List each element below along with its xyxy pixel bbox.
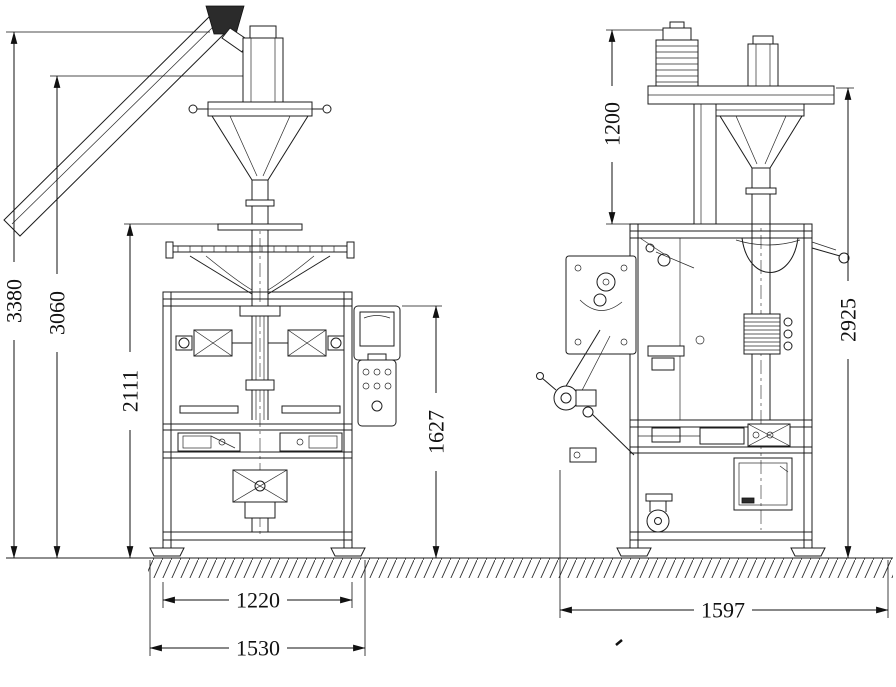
dim-overall-depth-1597: 1597	[559, 470, 889, 623]
dim-label-1200: 1200	[600, 102, 625, 146]
dim-label-1220: 1220	[236, 588, 280, 613]
mid-cabinet-doors	[177, 432, 343, 452]
machine-frame-side	[629, 223, 813, 541]
dim-frame-height-2111: 2111	[118, 223, 218, 559]
control-panel	[353, 305, 401, 427]
dim-panel-height-1627: 1627	[402, 305, 449, 559]
dim-label-2111: 2111	[118, 370, 143, 412]
dim-label-1530: 1530	[236, 636, 280, 661]
stray-ink-mark	[615, 639, 623, 646]
leveling-feet-side	[616, 539, 826, 557]
button-console	[357, 359, 397, 427]
dim-label-3380: 3380	[2, 279, 27, 323]
pull-belt-side	[743, 313, 793, 355]
dim-overall-height-2925: 2925	[836, 87, 861, 559]
dim-label-3060: 3060	[45, 291, 70, 335]
dim-overall-height-3380: 3380	[2, 31, 210, 559]
electrical-door-panel	[733, 457, 793, 511]
dim-overall-width-1530: 1530	[149, 560, 366, 661]
dim-label-1597: 1597	[701, 598, 745, 623]
dim-frame-width-1220: 1220	[162, 582, 353, 613]
filler-cone-hopper-side	[719, 115, 803, 169]
dim-filler-height-3060: 3060	[45, 75, 243, 559]
leveling-feet-front	[149, 539, 366, 557]
film-unwind-unit	[536, 255, 637, 463]
handle-knob	[536, 372, 544, 380]
sealing-jaw-unit	[232, 469, 288, 532]
ground-line	[6, 557, 893, 578]
touch-screen-housing	[353, 305, 401, 361]
filler-cone-hopper	[211, 115, 309, 181]
door-handle	[741, 497, 755, 504]
conveyor-discharge-chute	[221, 27, 249, 53]
bag-forming-mechanism	[175, 305, 345, 420]
ground-hatch	[148, 558, 893, 578]
mid-mechanism-side	[638, 423, 791, 447]
machine-frame-front	[162, 291, 353, 541]
dim-filler-unit-height-1200: 1200	[600, 29, 694, 225]
caster-wheel	[645, 493, 673, 533]
dim-label-2925: 2925	[836, 298, 861, 342]
rear-roller-arm	[811, 241, 850, 264]
inclined-screw-conveyor	[3, 5, 249, 237]
forming-collar-assembly	[165, 223, 355, 420]
touch-screen	[359, 311, 395, 347]
unwind-motor	[553, 385, 579, 411]
auger-filler	[188, 25, 332, 225]
side-view	[536, 21, 850, 557]
auger-filler-side	[715, 35, 805, 225]
auger-drive-motor	[655, 21, 699, 87]
dim-label-1627: 1627	[424, 410, 449, 454]
